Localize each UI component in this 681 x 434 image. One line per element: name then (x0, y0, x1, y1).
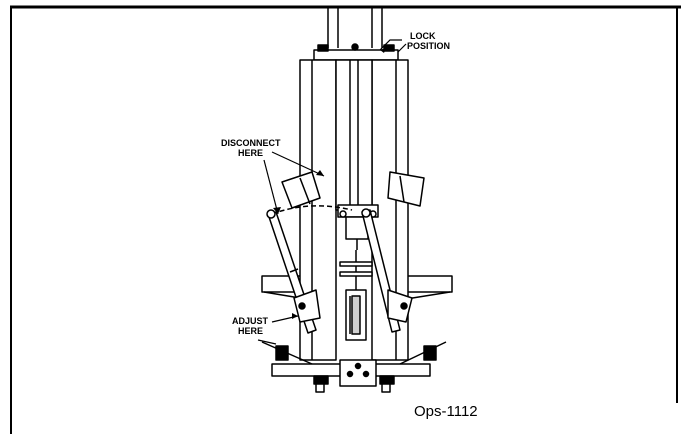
base-plate (271, 359, 431, 393)
arrowheads (273, 48, 386, 319)
center-cylinder (339, 250, 373, 341)
bearing-blocks (281, 171, 425, 209)
adjust-label-line2: HERE (238, 326, 263, 336)
disconnect-label-line1: DISCONNECT (221, 138, 281, 148)
disconnect-label-line2: HERE (238, 148, 263, 158)
lock-label-line1: LOCK (410, 31, 436, 41)
tie-down-arms (261, 341, 447, 365)
lower-brackets (293, 289, 413, 323)
mechanism-drawing (261, 7, 453, 393)
diagram-frame (10, 5, 681, 434)
lock-label-line2: POSITION (407, 41, 450, 51)
top-shaft (327, 7, 383, 48)
figure-id: Ops-1112 (414, 403, 478, 420)
swing-arc (271, 205, 353, 215)
adjust-label-line1: ADJUST (232, 316, 269, 326)
lock-collar (313, 43, 399, 61)
leader-lines (257, 39, 407, 345)
